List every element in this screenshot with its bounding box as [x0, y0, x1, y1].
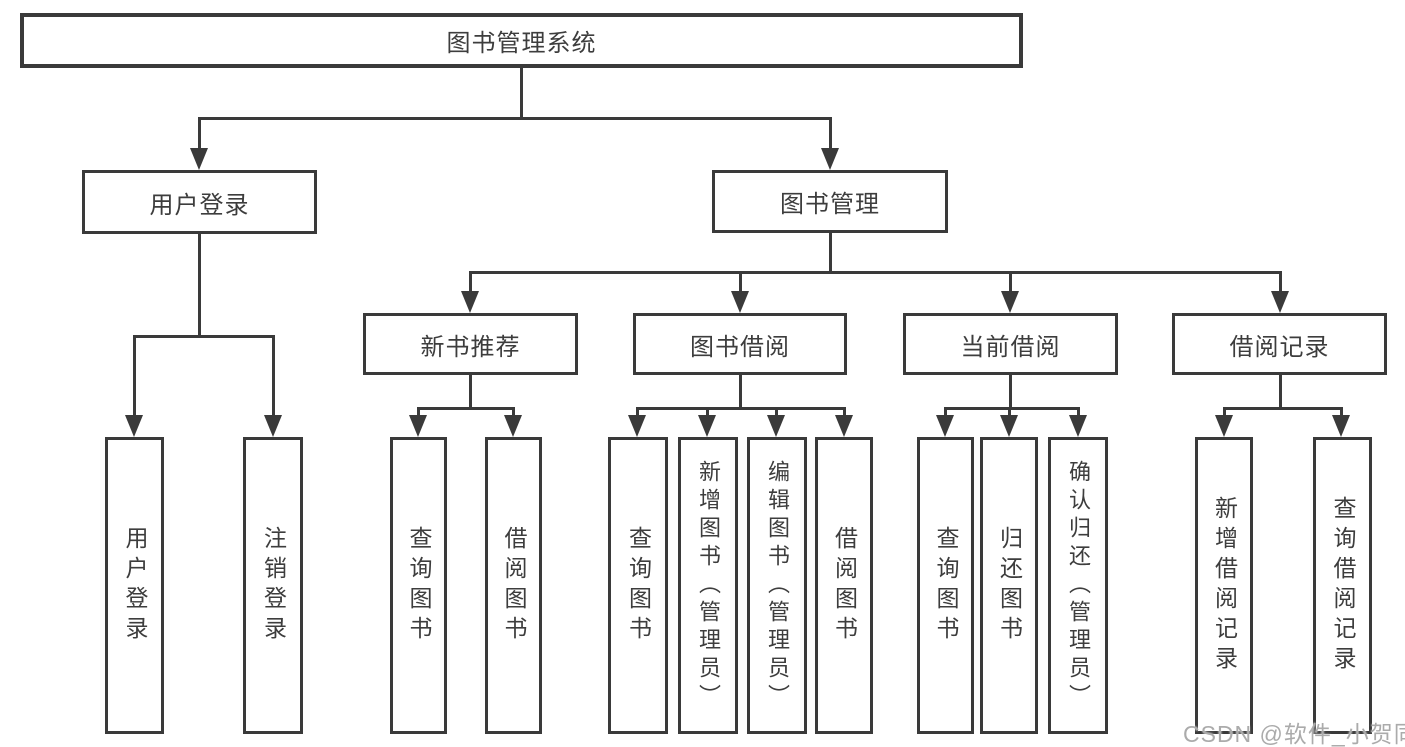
leaf-confirm-return-admin: 确认归还（管理员）: [1048, 437, 1108, 734]
arrow-down-icon: [767, 415, 785, 437]
node-current-borrow: 当前借阅: [903, 313, 1118, 375]
connector-line: [944, 407, 947, 419]
connector-line: [198, 234, 201, 335]
node-book-borrow-label: 图书借阅: [690, 333, 790, 361]
connector-line: [775, 407, 778, 419]
leaf-borrow-book-2: 借阅图书: [815, 437, 873, 734]
leaf-user-login-label: 用户登录: [122, 525, 148, 646]
connector-line: [636, 407, 845, 410]
leaf-add-borrow-record-label: 新增借阅记录: [1211, 495, 1238, 676]
arrow-down-icon: [264, 415, 282, 437]
connector-line: [133, 335, 136, 417]
leaf-query-borrow-record-label: 查询借阅记录: [1330, 495, 1356, 676]
connector-line: [636, 407, 639, 419]
connector-line: [1340, 407, 1343, 419]
arrow-down-icon: [461, 291, 479, 313]
leaf-query-book-1: 查询图书: [390, 437, 447, 734]
leaf-user-login: 用户登录: [105, 437, 164, 734]
connector-line: [1223, 407, 1342, 410]
connector-line: [1077, 407, 1080, 419]
connector-line: [417, 407, 420, 419]
arrow-down-icon: [1001, 291, 1019, 313]
leaf-logout-label: 注销登录: [260, 525, 287, 646]
node-borrow-record: 借阅记录: [1172, 313, 1387, 375]
connector-line: [829, 117, 832, 151]
leaf-return-book: 归还图书: [980, 437, 1038, 734]
connector-line: [829, 233, 832, 271]
node-user-login: 用户登录: [82, 170, 317, 234]
leaf-query-book-3: 查询图书: [917, 437, 974, 734]
node-borrow-record-label: 借阅记录: [1229, 333, 1330, 361]
arrow-down-icon: [835, 415, 853, 437]
leaf-add-book-admin: 新增图书（管理员）: [678, 437, 738, 734]
arrow-down-icon: [1271, 291, 1289, 313]
connector-line: [1008, 407, 1011, 419]
arrow-down-icon: [1332, 415, 1350, 437]
csdn-watermark: CSDN @软件_小贺同学: [1183, 721, 1405, 747]
arrow-down-icon: [409, 415, 427, 437]
connector-line: [739, 271, 742, 295]
connector-line: [272, 335, 275, 417]
node-root-label: 图书管理系统: [446, 30, 597, 57]
connector-line: [944, 407, 1080, 410]
connector-line: [1223, 407, 1226, 419]
arrow-down-icon: [125, 415, 143, 437]
node-new-book-recommend: 新书推荐: [363, 313, 578, 375]
leaf-borrow-book-1-label: 借阅图书: [501, 525, 527, 646]
connector-line: [469, 375, 472, 407]
arrow-down-icon: [698, 415, 716, 437]
connector-line: [417, 407, 515, 410]
arrow-down-icon: [1215, 415, 1233, 437]
connector-line: [739, 375, 742, 407]
node-book-management: 图书管理: [712, 170, 948, 233]
node-user-login-label: 用户登录: [149, 191, 250, 219]
connector-line: [843, 407, 846, 419]
leaf-add-borrow-record: 新增借阅记录: [1195, 437, 1253, 734]
node-root: 图书管理系统: [20, 13, 1023, 68]
connector-line: [1279, 271, 1282, 295]
leaf-return-book-label: 归还图书: [996, 525, 1023, 646]
leaf-edit-book-admin: 编辑图书（管理员）: [747, 437, 807, 734]
leaf-query-book-1-label: 查询图书: [406, 525, 432, 646]
connector-line: [1009, 271, 1012, 295]
node-current-borrow-label: 当前借阅: [960, 333, 1061, 361]
connector-line: [198, 117, 201, 151]
leaf-query-book-2: 查询图书: [608, 437, 668, 734]
connector-line: [1279, 375, 1282, 407]
connector-line: [198, 117, 832, 120]
connector-line: [706, 407, 709, 419]
arrow-down-icon: [1069, 415, 1087, 437]
connector-line: [1009, 375, 1012, 407]
arrow-down-icon: [628, 415, 646, 437]
arrow-down-icon: [190, 148, 208, 170]
leaf-borrow-book-2-label: 借阅图书: [831, 525, 858, 646]
leaf-logout: 注销登录: [243, 437, 303, 734]
arrow-down-icon: [731, 291, 749, 313]
connector-line: [133, 335, 275, 338]
leaf-add-book-admin-label: 新增图书（管理员）: [696, 459, 721, 712]
leaf-edit-book-admin-label: 编辑图书（管理员）: [765, 459, 790, 712]
arrow-down-icon: [504, 415, 522, 437]
connector-line: [469, 271, 472, 295]
connector-line: [512, 407, 515, 419]
leaf-confirm-return-admin-label: 确认归还（管理员）: [1066, 459, 1091, 712]
leaf-query-book-3-label: 查询图书: [933, 525, 959, 646]
leaf-query-book-2-label: 查询图书: [625, 525, 652, 646]
connector-line: [469, 271, 1282, 274]
node-book-management-label: 图书管理: [780, 191, 880, 218]
connector-line: [520, 68, 523, 117]
node-new-book-recommend-label: 新书推荐: [420, 333, 521, 361]
leaf-query-borrow-record: 查询借阅记录: [1313, 437, 1372, 734]
arrow-down-icon: [1000, 415, 1018, 437]
node-book-borrow: 图书借阅: [633, 313, 847, 375]
arrow-down-icon: [821, 148, 839, 170]
arrow-down-icon: [936, 415, 954, 437]
leaf-borrow-book-1: 借阅图书: [485, 437, 542, 734]
